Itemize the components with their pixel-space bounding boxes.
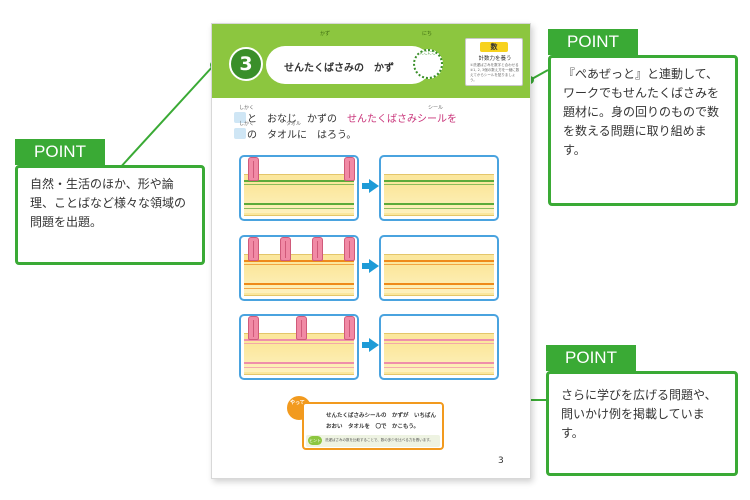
skill-tag: 数	[480, 42, 508, 52]
towel-stripe	[244, 339, 354, 341]
page-number: 3	[498, 456, 504, 466]
towel-stripe	[384, 260, 494, 262]
hint-strip: ヒント 洗濯ばさみの数を比較することで、数の多少を比べる力を養います。	[306, 435, 440, 447]
worksheet-page: かず にち 3 せんたくばさみの かず にこにこ 数 計数力を養う ①洗濯ばさみ…	[211, 23, 531, 479]
towel-stripe	[244, 283, 354, 285]
towel-stripe-thin	[384, 288, 494, 289]
towel-shading	[244, 267, 354, 293]
instruction-line-1-highlight: せんたくばさみシールを	[347, 114, 457, 125]
clothespin-icon	[248, 157, 259, 181]
towel-stripe-thin	[244, 288, 354, 289]
blank-square-icon	[234, 112, 246, 123]
skill-label: 計数力を養う	[478, 56, 512, 62]
clothespin-icon	[344, 316, 355, 340]
towel-panel-with-pins	[239, 155, 359, 221]
towel-stripe-thin	[384, 184, 494, 185]
header-ruby-left: かず	[320, 31, 331, 37]
arrow-right-icon-body	[362, 342, 370, 348]
arrow-right-icon	[369, 179, 379, 193]
towel-panel-answer[interactable]	[379, 155, 499, 221]
instruction-ruby-2a: しかく	[239, 121, 255, 127]
clothespin-icon	[344, 237, 355, 261]
towel-stripe-thin	[384, 343, 494, 344]
point-box-bottom-right: さらに学びを広げる問題や、問いかけ例を掲載しています。	[546, 371, 738, 476]
point-box-left: 自然・生活のほか、形や論理、ことばなど様々な領域の問題を出題。	[15, 165, 205, 265]
towel-shading	[244, 346, 354, 372]
clothespin-icon	[296, 316, 307, 340]
arrow-right-icon-body	[362, 263, 370, 269]
towel-stripe-thin	[384, 208, 494, 209]
towel-panel-with-pins	[239, 235, 359, 301]
towel-shading	[244, 187, 354, 213]
towel-stripe	[384, 283, 494, 285]
instruction-line-2: の タオルに はろう。	[234, 126, 356, 141]
towel-stripe	[384, 339, 494, 341]
hint-text: 洗濯ばさみの数を比較することで、数の多少を比べる力を養います。	[325, 438, 433, 442]
towel-stripe-thin	[384, 367, 494, 368]
towel-stripe	[244, 260, 354, 262]
towel-stripe	[244, 203, 354, 205]
arrow-right-icon	[369, 259, 379, 273]
completion-circle-label: にこにこ	[420, 50, 436, 55]
extension-question-line-1: せんたくばさみシールの かずが いちばん	[326, 413, 437, 419]
skill-box: 数 計数力を養う ①洗濯ばさみを数字と合わせる ②1, 2, 3個の数え方を一緒…	[465, 38, 523, 86]
towel-stripe-thin	[244, 184, 354, 185]
clothespin-icon	[344, 157, 355, 181]
towel-stripe	[244, 180, 354, 182]
towel-stripe-thin	[244, 264, 354, 265]
extension-question-line-2: おおい タオルを 〇で かこもう。	[326, 424, 420, 430]
header-ruby-right: にち	[422, 31, 433, 37]
point-tab-bottom-right: POINT	[546, 345, 636, 371]
worksheet-header: かず にち 3 せんたくばさみの かず にこにこ 数 計数力を養う ①洗濯ばさみ…	[212, 24, 530, 98]
clothespin-icon	[248, 237, 259, 261]
title-pill: せんたくばさみの かず にこにこ	[266, 46, 443, 84]
towel-stripe	[384, 362, 494, 364]
instruction-line-2-text: の タオルに はろう。	[247, 130, 357, 141]
towel-stripe	[244, 362, 354, 364]
extension-question-box: せんたくばさみシールの かずが いちばん おおい タオルを 〇で かこもう。 ヒ…	[302, 402, 444, 450]
completion-circle-icon: にこにこ	[413, 49, 443, 79]
worksheet-title: せんたくばさみの かず	[284, 63, 394, 74]
arrow-right-icon-body	[362, 183, 370, 189]
towel-stripe	[384, 203, 494, 205]
towel-shading	[384, 187, 494, 213]
instruction-ruby-2b: タオル	[286, 121, 302, 127]
towel-shading	[384, 267, 494, 293]
arrow-right-icon	[369, 338, 379, 352]
clothespin-icon	[312, 237, 323, 261]
mascot-label: やって	[290, 400, 305, 406]
instruction-line-1-text: と おなじ かずの	[247, 114, 347, 125]
towel-panel-answer[interactable]	[379, 314, 499, 380]
towel-stripe-thin	[244, 367, 354, 368]
instruction-ruby-1b: シール	[428, 105, 444, 111]
towel-stripe-thin	[244, 208, 354, 209]
clothespin-icon	[248, 316, 259, 340]
towel-stripe-thin	[244, 343, 354, 344]
hint-badge: ヒント	[308, 436, 322, 445]
point-tab-top-right: POINT	[548, 29, 638, 55]
instruction-ruby-1a: しかく	[239, 105, 255, 111]
instruction-line-1: と おなじ かずの せんたくばさみシールを	[234, 110, 457, 125]
point-tab-left: POINT	[15, 139, 105, 165]
towel-stripe	[384, 180, 494, 182]
blank-square-icon	[234, 128, 246, 139]
towel-shading	[384, 346, 494, 372]
clothespin-icon	[280, 237, 291, 261]
towel-stripe-thin	[384, 264, 494, 265]
skill-description: ①洗濯ばさみを数字と合わせる ②1, 2, 3個の数え方を一緒に数えてからシール…	[470, 63, 520, 82]
point-box-top-right: 『ぺあぜっと』と連動して、ワークでもせんたくばさみを題材に。身の回りのもので数を…	[548, 55, 738, 206]
towel-panel-answer[interactable]	[379, 235, 499, 301]
problem-number-badge: 3	[229, 47, 263, 81]
towel-panel-with-pins	[239, 314, 359, 380]
